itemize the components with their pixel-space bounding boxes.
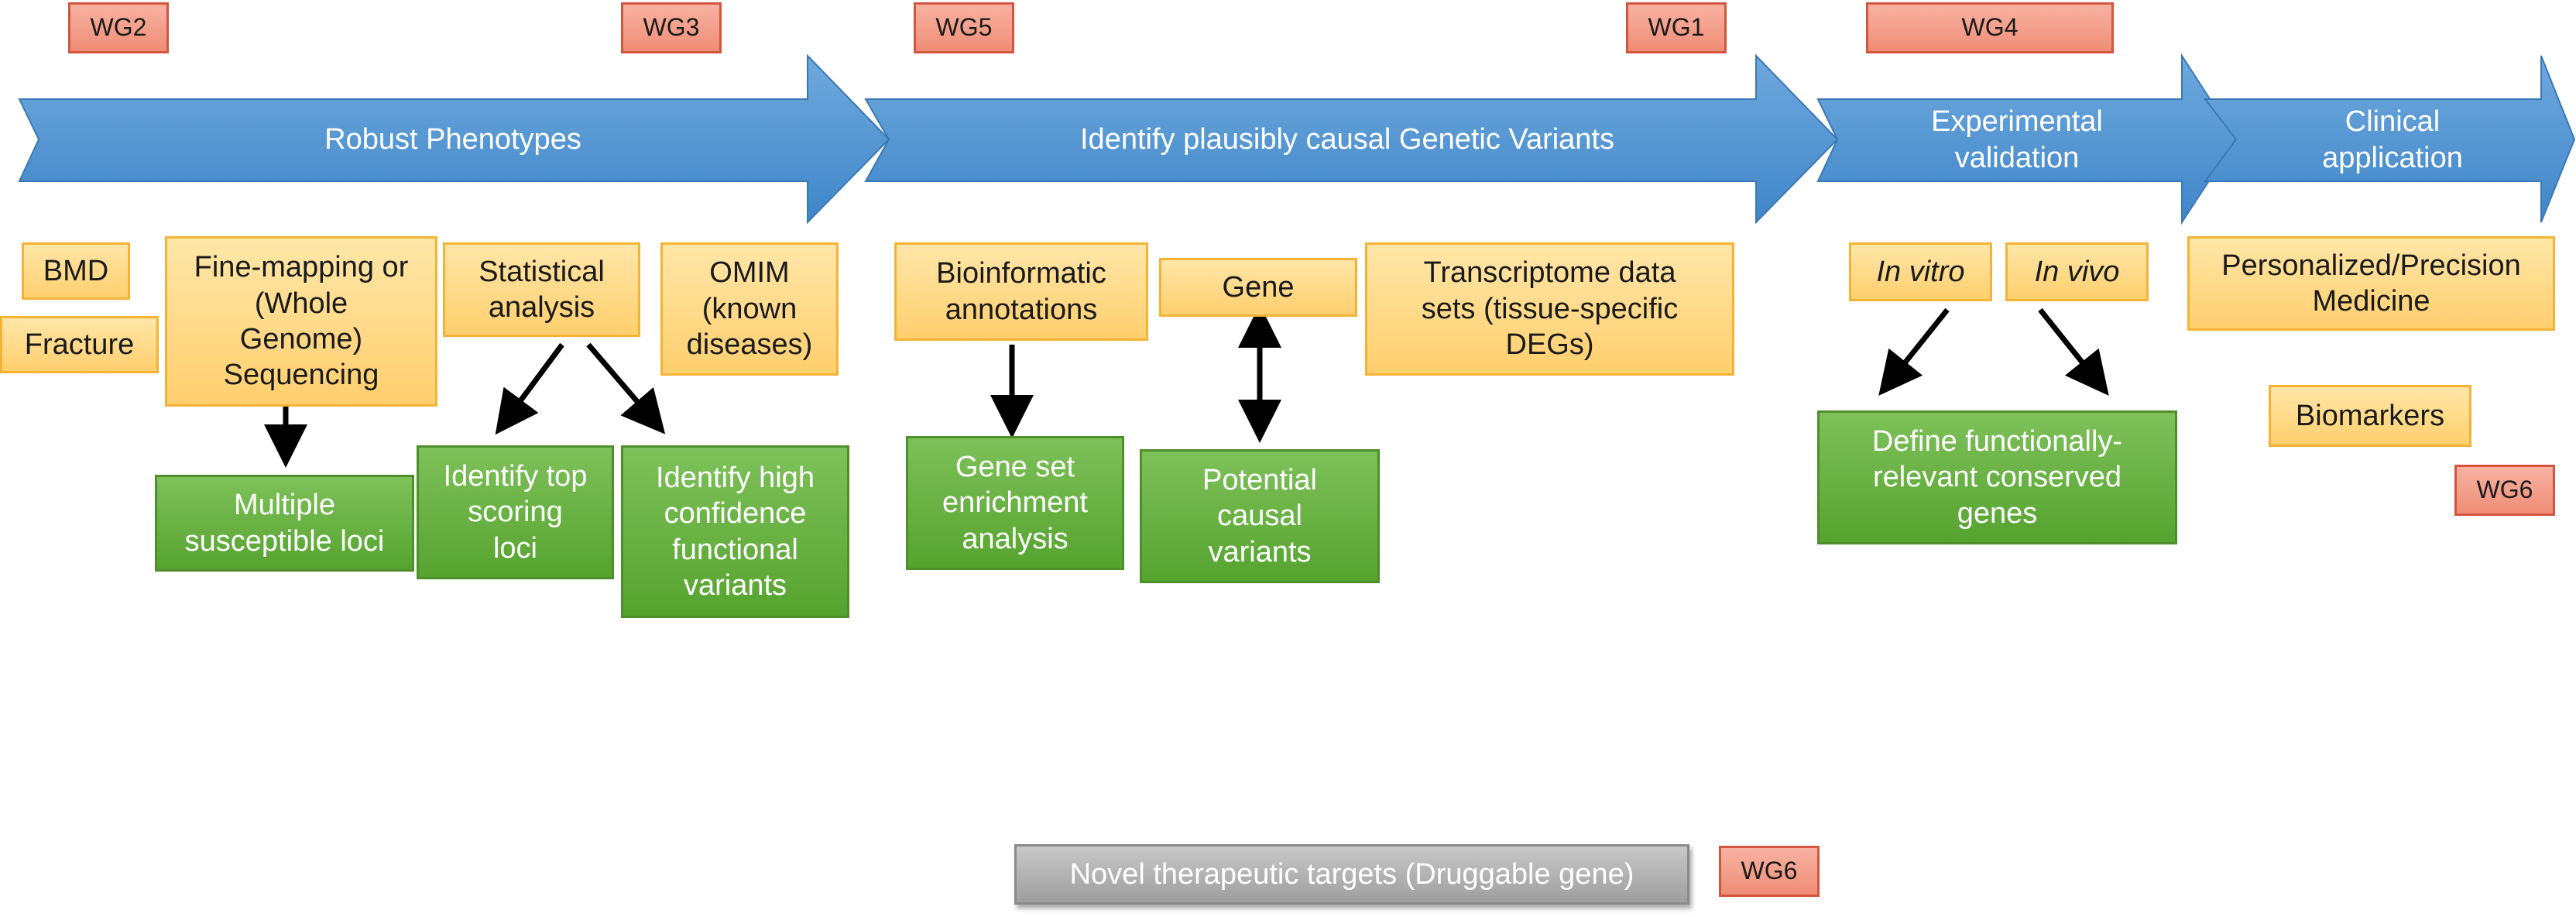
stage-label-robust-phenotypes: Robust Phenotypes <box>324 123 581 156</box>
in-vivo-box: In vivo <box>2005 242 2149 301</box>
wg4-tag: WG4 <box>1866 2 2114 53</box>
stage-label-experimental-validation: Experimental validation <box>1931 105 2103 175</box>
bioinformatic-annotations-box: Bioinformatic annotations <box>894 242 1148 341</box>
stage-arrow-experimental-validation <box>1816 53 2238 225</box>
statistical-analysis-box: Statistical analysis <box>443 242 640 337</box>
wg2-tag: WG2 <box>68 2 169 53</box>
wg5-tag: WG5 <box>914 2 1014 53</box>
stage-label-identify-variants: Identify plausibly causal Genetic Varian… <box>1080 123 1614 156</box>
therapeutic-targets-box: Novel therapeutic targets (Druggable gen… <box>1014 844 1689 905</box>
top-scoring-loci-box: Identify top scoring loci <box>417 445 614 579</box>
stage-arrow-clinical-application <box>2203 55 2576 223</box>
stage-arrow-robust-phenotypes <box>18 53 890 225</box>
connector-invitro-to-genes <box>1878 307 1950 396</box>
stage-label-clinical-application: Clinical application <box>2322 105 2463 175</box>
precision-medicine-box: Personalized/Precision Medicine <box>2187 236 2555 331</box>
connector-invivo-to-genes <box>2038 307 2109 396</box>
wg1-tag: WG1 <box>1626 2 1727 53</box>
connector-stats-to-top-loci <box>495 342 564 435</box>
in-vitro-box: In vitro <box>1849 242 1992 301</box>
bmd-box: BMD <box>22 242 130 300</box>
high-confidence-variants-box: Identify high confidence functional vari… <box>621 445 849 618</box>
conserved-genes-box: Define functionally- relevant conserved … <box>1817 410 2177 544</box>
multiple-loci-box: Multiple susceptible loci <box>155 475 414 572</box>
wg3-tag: WG3 <box>621 2 722 53</box>
transcriptome-box: Transcriptome data sets (tissue-specific… <box>1365 242 1734 376</box>
connector-stats-to-high-confidence <box>586 342 666 434</box>
fracture-box: Fracture <box>0 316 159 373</box>
stage-arrow-identify-variants <box>864 53 1839 225</box>
gene-set-enrichment-box: Gene set enrichment analysis <box>906 436 1124 570</box>
biomarkers-box: Biomarkers <box>2269 385 2471 447</box>
wg6-tag-bottom: WG6 <box>1719 846 1820 897</box>
potential-causal-variants-box: Potential causal variants <box>1140 449 1380 583</box>
omim-box: OMIM (known diseases) <box>660 242 839 376</box>
gene-box: Gene <box>1159 258 1357 317</box>
fine-mapping-box: Fine-mapping or (Whole Genome) Sequencin… <box>165 236 437 407</box>
wg6-tag-right: WG6 <box>2454 465 2555 516</box>
